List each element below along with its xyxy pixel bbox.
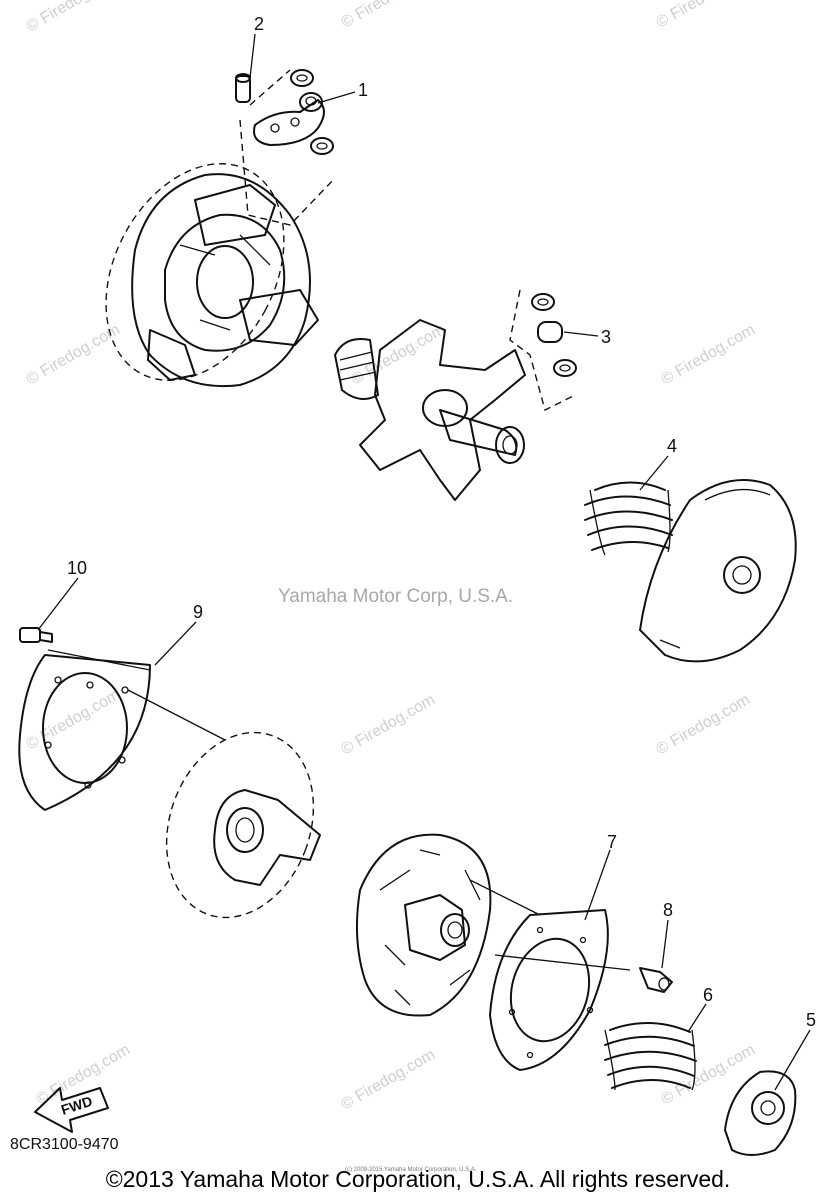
- callout-9: 9: [193, 602, 203, 622]
- tiny-copyright-notice: (c) 2009-2015 Yamaha Motor Corporation, …: [345, 1167, 477, 1173]
- center-watermark: Yamaha Motor Corp, U.S.A.: [278, 586, 513, 607]
- callout-labels: 2 1 3 4 10 9 7 8 6 5: [67, 14, 816, 1030]
- secondary-disc-assembly: [18, 627, 321, 919]
- spider-assembly: [334, 289, 577, 501]
- secondary-spring-and-cam: [604, 1022, 797, 1156]
- watermark-text: © Firedog.com: [339, 1046, 439, 1113]
- watermark-layer: © Firedog.com © Firedog.com © Firedog.co…: [24, 0, 759, 1113]
- callout-3: 3: [601, 327, 611, 347]
- movable-sheave-assembly: [355, 833, 673, 1071]
- callout-1: 1: [358, 80, 368, 100]
- watermark-text: © Firedog.com: [659, 1041, 759, 1108]
- watermark-text: © Firedog.com: [654, 691, 754, 758]
- part-code: 8CR3100-9470: [10, 1136, 119, 1153]
- callout-2: 2: [254, 14, 264, 34]
- watermark-text: © Firedog.com: [349, 321, 449, 388]
- callout-leaders: [37, 33, 811, 1091]
- watermark-text: © Firedog.com: [24, 686, 124, 753]
- copyright-footer: ©2013 Yamaha Motor Corporation, U.S.A. A…: [105, 1166, 731, 1192]
- watermark-text: © Firedog.com: [659, 321, 759, 388]
- callout-7: 7: [607, 832, 617, 852]
- primary-spring-and-cap: [584, 479, 797, 663]
- watermark-text: © Firedog.com: [339, 691, 439, 758]
- callout-6: 6: [703, 985, 713, 1005]
- watermark-text: © Firedog.com: [654, 0, 754, 31]
- primary-sheave-assembly: [105, 69, 336, 388]
- watermark-text: © Firedog.com: [24, 0, 124, 35]
- callout-8: 8: [663, 900, 673, 920]
- callout-5: 5: [806, 1010, 816, 1030]
- callout-4: 4: [667, 436, 677, 456]
- watermark-text: © Firedog.com: [339, 0, 439, 31]
- watermark-text: © Firedog.com: [24, 321, 124, 388]
- callout-10: 10: [67, 558, 87, 578]
